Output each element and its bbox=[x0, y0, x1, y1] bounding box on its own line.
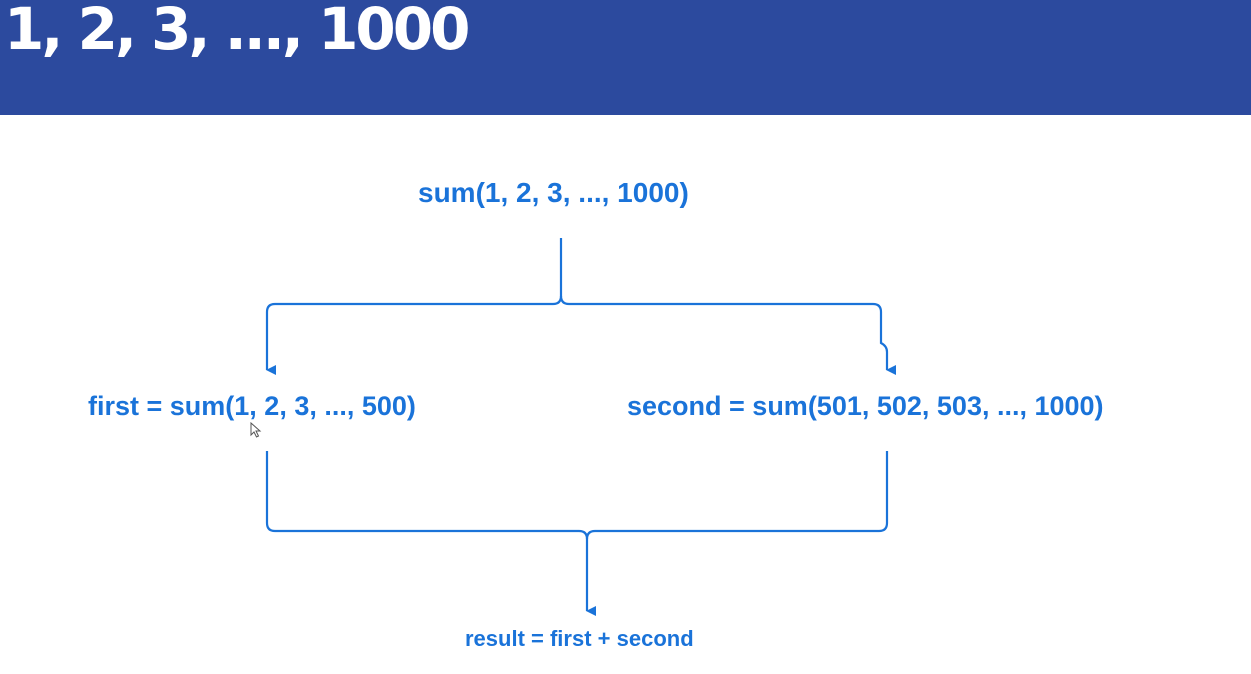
edge-first-to-result bbox=[265, 451, 596, 616]
slide-title: 1, 2, 3, ..., 1000 bbox=[4, 0, 470, 63]
edge-root-trunk bbox=[265, 238, 563, 375]
edge-root-to-second bbox=[559, 295, 896, 375]
title-banner: 1, 2, 3, ..., 1000 bbox=[0, 0, 1251, 115]
second-node-label: second = sum(501, 502, 503, ..., 1000) bbox=[627, 391, 1104, 421]
mouse-pointer-icon bbox=[250, 422, 262, 438]
edge-second-to-result bbox=[585, 451, 889, 540]
result-node-label: result = first + second bbox=[465, 626, 694, 651]
first-node-label: first = sum(1, 2, 3, ..., 500) bbox=[88, 391, 416, 421]
root-node-label: sum(1, 2, 3, ..., 1000) bbox=[418, 177, 689, 208]
